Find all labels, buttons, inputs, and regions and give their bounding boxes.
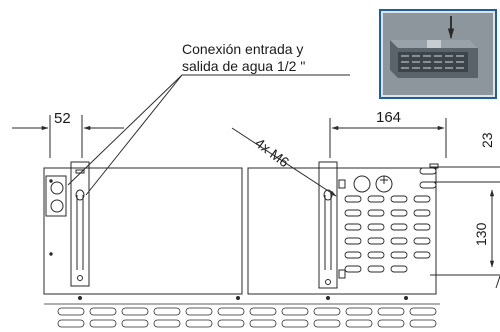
product-photo-inset	[379, 9, 497, 99]
right-panel	[247, 161, 439, 300]
dimension-52-label: 52	[54, 110, 71, 127]
bolts-label: 4x M6	[252, 135, 292, 171]
dimension-52	[12, 115, 124, 158]
dimension-130-label: 130	[473, 222, 489, 246]
vent-slots	[344, 167, 437, 273]
dimension-164-label: 164	[376, 109, 401, 126]
bottom-grille	[44, 303, 440, 328]
dimension-23-label: 23	[479, 132, 495, 148]
dimension-vertical	[430, 166, 500, 289]
dimension-164	[329, 118, 447, 158]
connection-leader-line-2	[85, 74, 183, 196]
connection-label-line2: salida de agua 1/2 "	[182, 58, 305, 74]
connection-label-line1: Conexión entrada y	[182, 41, 303, 57]
left-panel	[43, 161, 243, 300]
